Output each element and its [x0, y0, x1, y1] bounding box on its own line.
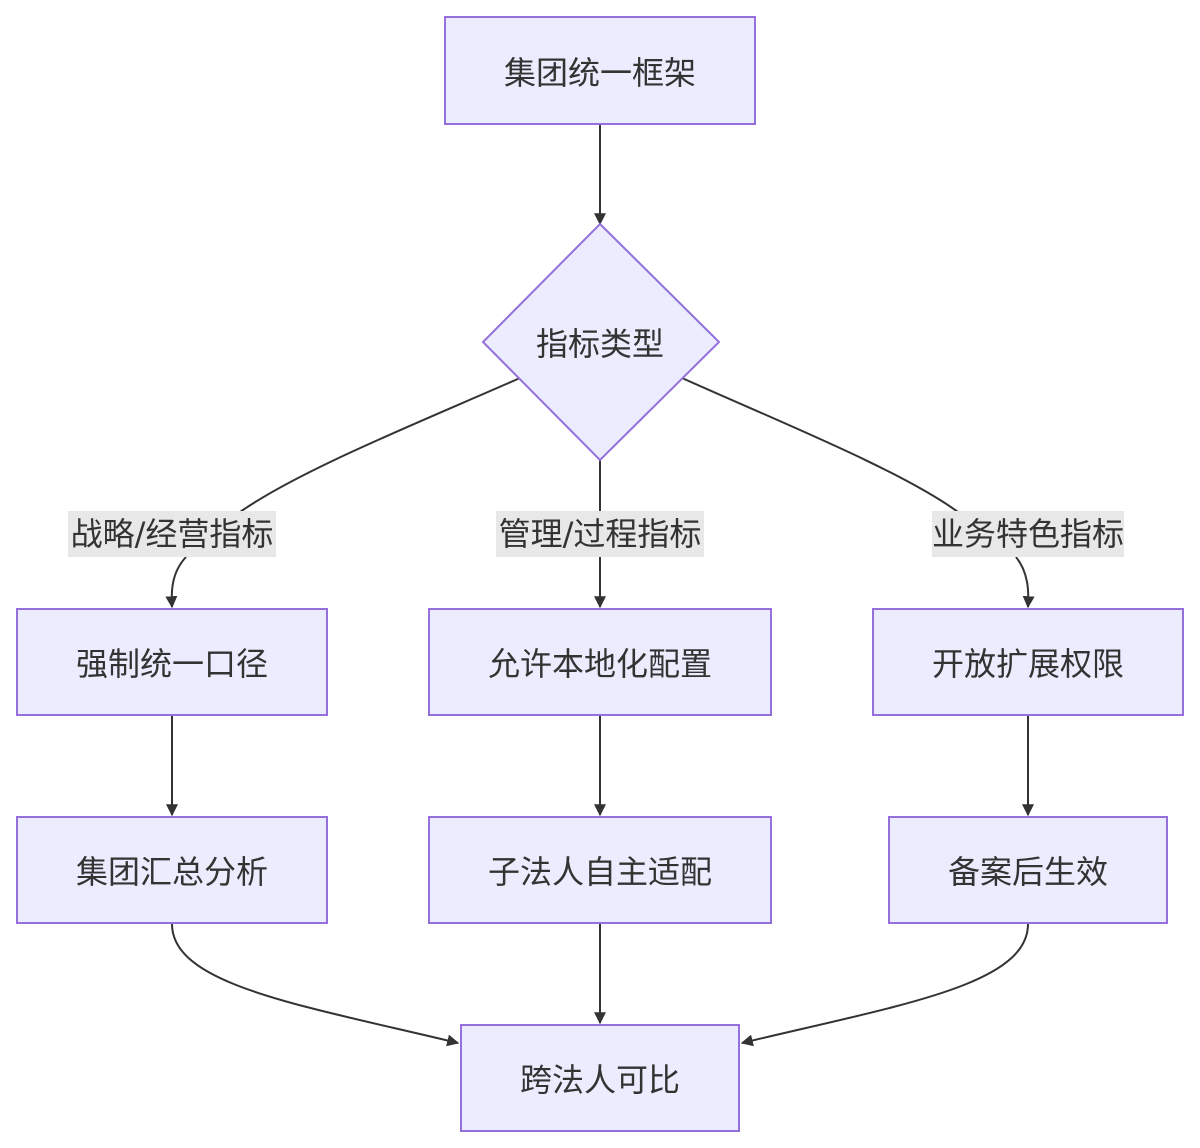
- edge-label-strategic: 战略/经营指标: [68, 511, 276, 557]
- edge-business-result-to-final: [740, 923, 1029, 1047]
- edge-decision-to-strategic: [172, 377, 521, 607]
- node-group-framework: 集团统一框架: [444, 16, 756, 125]
- edge-decision-to-business: [681, 377, 1028, 607]
- edge-strategic-result-to-final: [171, 923, 460, 1047]
- node-management-result: 子法人自主适配: [428, 816, 772, 924]
- edge-label-management: 管理/过程指标: [496, 511, 704, 557]
- node-business-action: 开放扩展权限: [872, 608, 1184, 716]
- node-indicator-type-label: 指标类型: [535, 325, 664, 363]
- node-strategic-result: 集团汇总分析: [16, 816, 328, 924]
- node-strategic-action: 强制统一口径: [16, 608, 328, 716]
- node-management-action: 允许本地化配置: [428, 608, 772, 716]
- node-business-result: 备案后生效: [888, 816, 1168, 924]
- edge-label-business: 业务特色指标: [932, 511, 1124, 557]
- decision-diamond: [481, 222, 721, 462]
- node-cross-entity-comparable: 跨法人可比: [460, 1024, 740, 1132]
